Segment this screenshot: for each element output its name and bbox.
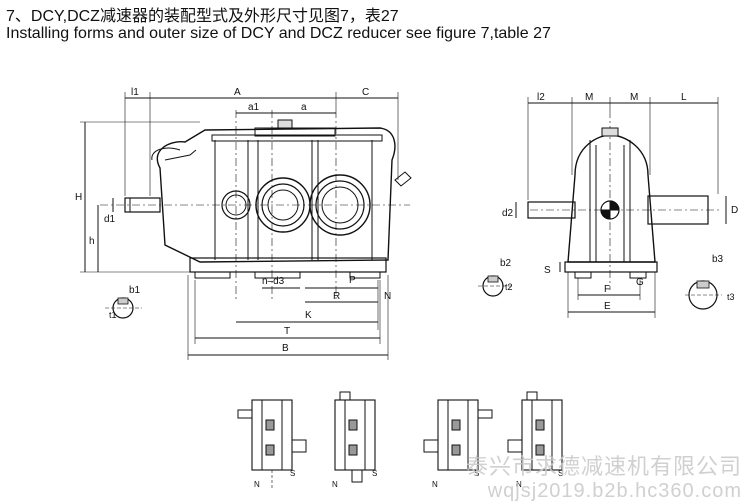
dim-b2: b2 [500, 258, 512, 269]
dim-H: H [75, 192, 82, 203]
assembly-form-2 [334, 391, 376, 483]
dim-n-d3: n–d3 [262, 276, 285, 287]
dim-G: G [636, 277, 644, 288]
dim-d1: d1 [104, 214, 116, 225]
dim-l2: l2 [537, 92, 545, 103]
dim-L: L [681, 92, 687, 103]
form-2-S: S [372, 469, 377, 478]
dim-b1: b1 [129, 285, 141, 296]
dim-S: S [544, 265, 551, 276]
dim-A: A [234, 87, 241, 98]
dim-h: h [89, 236, 95, 247]
watermark-url: wqjsj2019.b2b.hc360.com [487, 480, 742, 502]
dim-E: E [604, 301, 611, 312]
dim-d2: d2 [502, 208, 514, 219]
dim-a1: a1 [248, 102, 260, 113]
dim-M-left: M [585, 92, 593, 103]
form-3-N: N [432, 480, 438, 489]
form-1-N: N [254, 480, 260, 489]
dim-b3: b3 [712, 254, 724, 265]
dim-D: D [731, 205, 738, 216]
dim-l1: l1 [131, 87, 139, 98]
side-view [478, 97, 727, 318]
dim-F: F [604, 284, 610, 295]
front-view [80, 92, 412, 360]
dim-t2: t2 [505, 282, 513, 292]
dim-N: N [384, 291, 391, 302]
title-chinese: 7、DCY,DCZ减速器的装配型式及外形尺寸见图7，表27 [6, 8, 399, 25]
form-4-N: N [516, 480, 522, 489]
dim-P: P [349, 275, 356, 286]
dim-a: a [301, 102, 307, 113]
assembly-form-3 [423, 399, 493, 471]
dim-B: B [282, 343, 289, 354]
watermark-company: 泰兴市求德减速机有限公司 [465, 454, 742, 479]
assembly-form-1 [237, 399, 307, 490]
dim-t1: t1 [109, 310, 117, 320]
dim-t3: t3 [727, 292, 735, 302]
form-1-S: S [290, 469, 295, 478]
form-4-S: S [558, 469, 563, 478]
watermark: 泰兴市求德减速机有限公司 wqjsj2019.b2b.hc360.com [466, 455, 742, 503]
form-3-S: S [474, 469, 479, 478]
dim-R: R [333, 291, 340, 302]
dim-M-right: M [630, 92, 638, 103]
dim-C: C [362, 87, 369, 98]
dim-T: T [284, 326, 290, 337]
assembly-form-4 [507, 391, 563, 471]
dim-K: K [305, 310, 312, 321]
title-english: Installing forms and outer size of DCY a… [6, 25, 551, 42]
form-2-N: N [332, 480, 338, 489]
